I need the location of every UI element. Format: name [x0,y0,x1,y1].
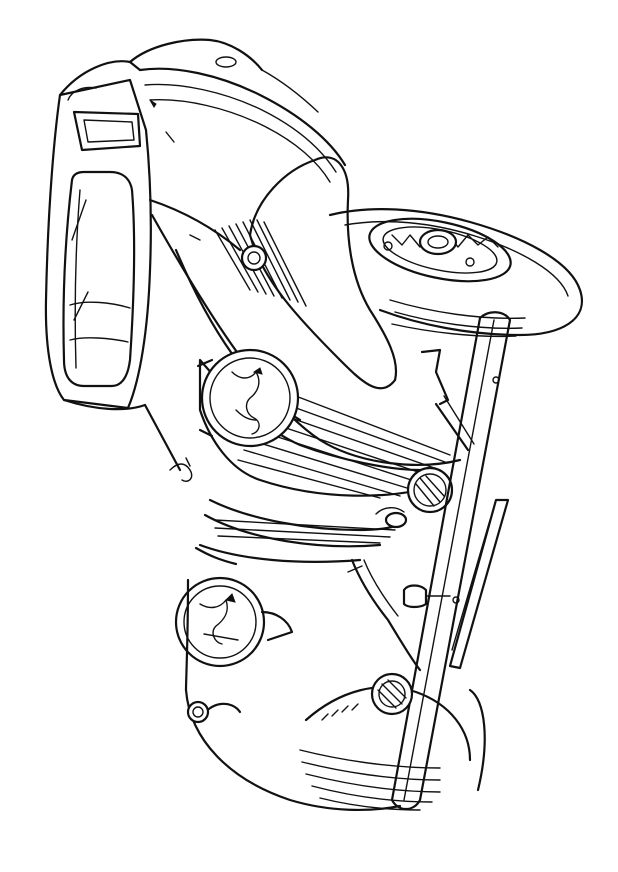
front-wheel [299,703,441,811]
lower-chassis [184,546,422,692]
parking-light [406,466,454,514]
grille-ornament [375,507,408,529]
bumper-brackets [402,348,475,609]
front-bumper [390,311,512,811]
hood-louvers [214,219,307,307]
car-rear-window [67,86,142,152]
rear-wheel [328,208,583,338]
headlight-upper [196,348,300,448]
car-side-window [62,170,136,388]
car-roof-trim [138,56,347,183]
fog-lamp [370,672,414,716]
rear-fender [248,156,398,390]
front-fender [184,685,486,811]
car-cab [44,38,264,472]
hood-side-lamp [240,244,268,272]
hood-emblem [169,457,193,482]
headlight-lower [174,576,294,668]
